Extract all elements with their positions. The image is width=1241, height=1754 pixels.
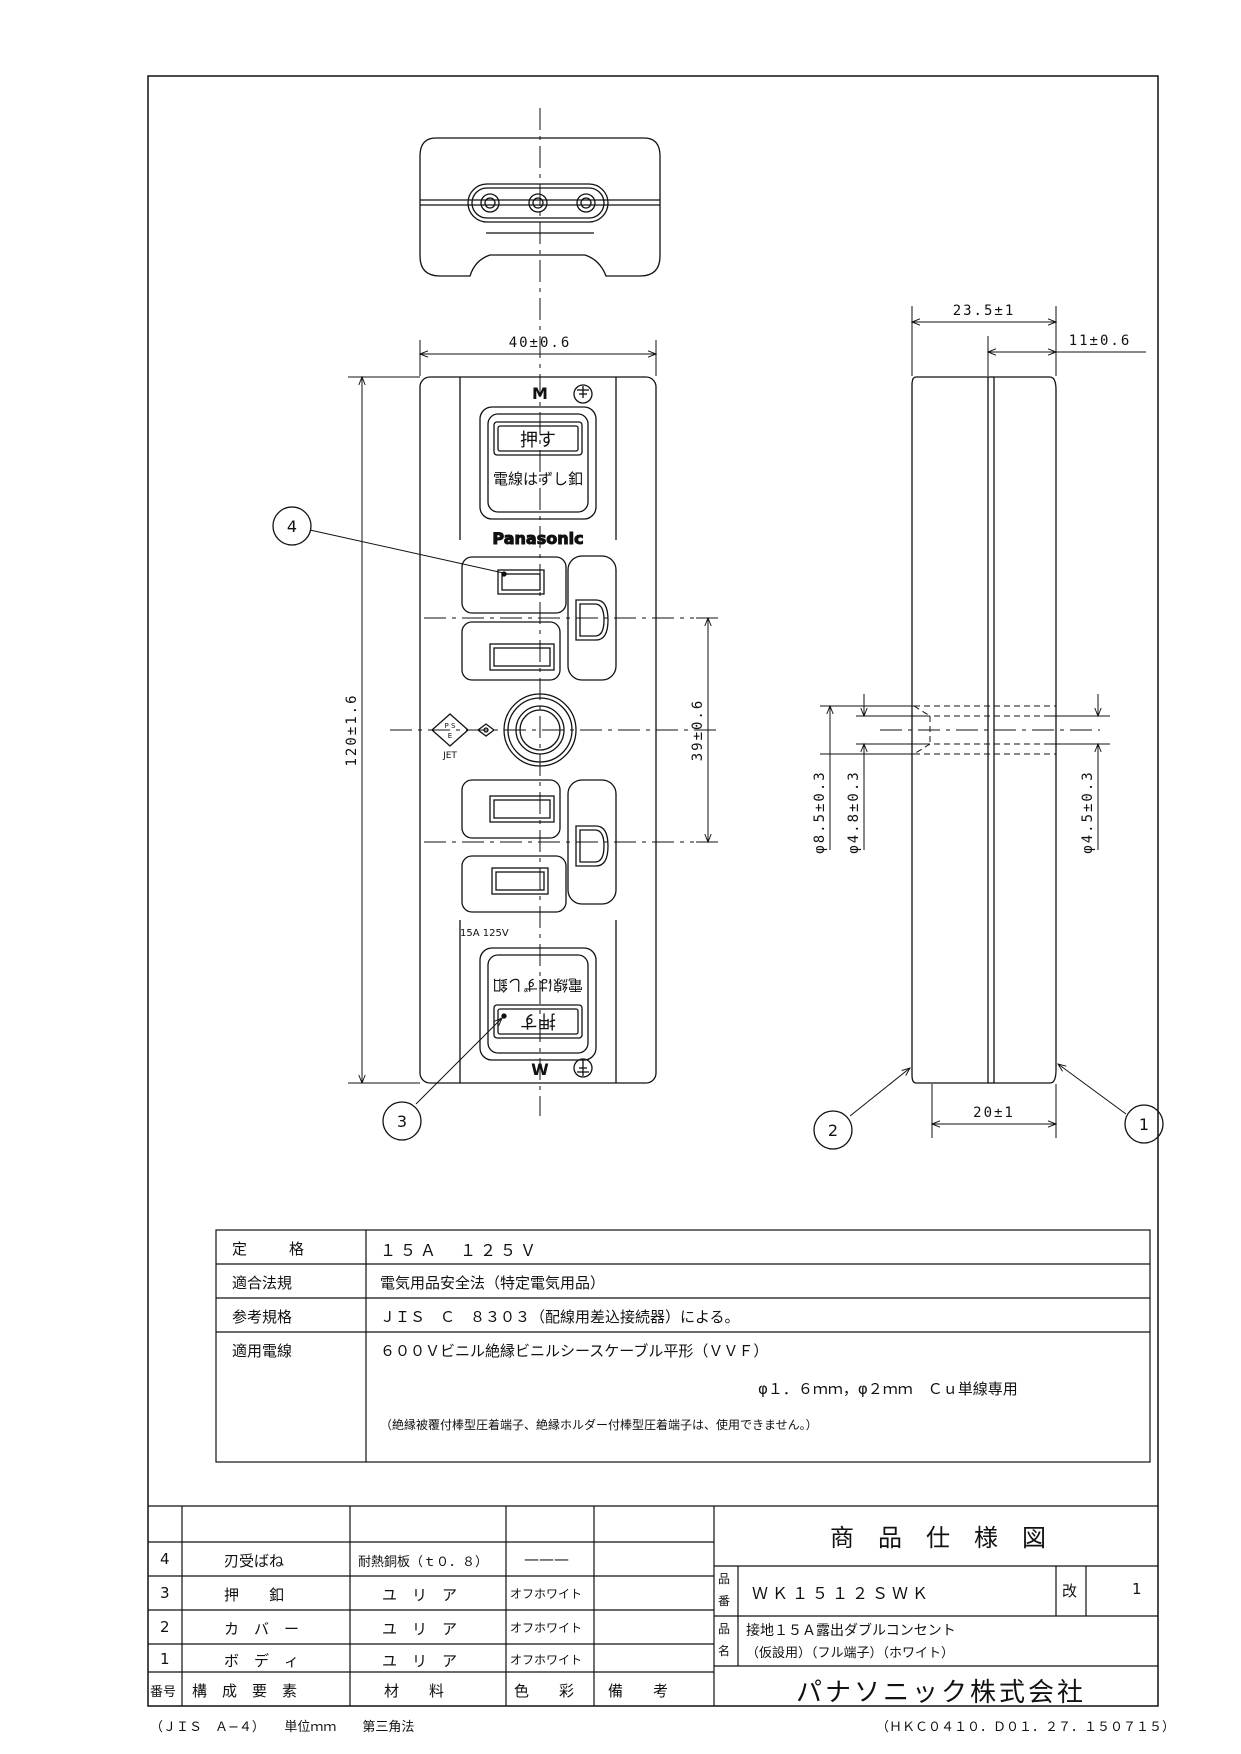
parts-no-4: 4: [160, 1550, 170, 1568]
spec-value-wire-size: φ１．６ｍｍ，φ２ｍｍ Ｃｕ単線専用: [758, 1380, 1018, 1398]
jet-mark: JET: [442, 751, 457, 761]
parts-no-3: 3: [160, 1584, 170, 1602]
dim-width: 40±0.6: [509, 335, 572, 351]
parts-material-2: ユ リ ア: [382, 1620, 458, 1638]
parts-component-2: カ バ ー: [224, 1620, 300, 1638]
release-label-bottom: 電線はずし釦: [493, 976, 583, 994]
company-name: パナソニック株式会社: [796, 1678, 1087, 1708]
parts-header-color: 色 彩: [514, 1682, 575, 1700]
revision-label: 改: [1062, 1582, 1078, 1600]
parts-color-1: オフホワイト: [510, 1653, 583, 1667]
spec-table-grid: [215, 1229, 1151, 1463]
parts-component-3: 押 釦: [224, 1586, 285, 1604]
part-no-label-2: 番: [718, 1594, 731, 1608]
dim-hole-inner: φ4.8±0.3: [846, 770, 862, 853]
dim-depth-total: 23.5±1: [953, 303, 1016, 319]
parts-color-3: オフホワイト: [510, 1587, 583, 1601]
product-name-line2: （仮設用）（フル端子）（ホワイト）: [746, 1646, 955, 1661]
callout-2-label: 2: [828, 1121, 838, 1140]
pse-bottom: E: [448, 732, 452, 740]
parts-no-2: 2: [160, 1618, 170, 1636]
top-mark: M: [532, 384, 548, 403]
product-name-line1: 接地１５Ａ露出ダブルコンセント: [746, 1623, 956, 1639]
pse-top: P S: [445, 722, 456, 730]
callout-3-label: 3: [397, 1112, 407, 1131]
dim-depth-body: 20±1: [973, 1105, 1015, 1121]
callout-1-label: 1: [1139, 1115, 1149, 1134]
dim-depth-cover: 11±0.6: [1069, 333, 1132, 349]
spec-value-rating: １５Ａ １２５Ｖ: [380, 1241, 541, 1260]
spec-note-wire: （絶縁被覆付棒型圧着端子、絶縁ホルダー付棒型圧着端子は、使用できません。）: [380, 1418, 818, 1432]
spec-label-standard: 参考規格: [232, 1308, 293, 1326]
drawing-title: 商 品 仕 様 図: [830, 1524, 1046, 1552]
spec-value-wire: ６００Ｖビニル絶縁ビニルシースケーブル平形（ＶＶＦ）: [380, 1342, 769, 1360]
revision-number: 1: [1132, 1580, 1142, 1598]
product-name-label-1: 品: [718, 1622, 731, 1636]
brand-logo-text: Panasonic: [492, 529, 583, 548]
footer-left: （ＪＩＳ Ａ−４） 単位ｍｍ 第三角法: [150, 1720, 415, 1735]
part-no-label-1: 品: [718, 1572, 731, 1586]
spec-value-law: 電気用品安全法（特定電気用品）: [380, 1274, 606, 1292]
parts-header-remark: 備 考: [608, 1682, 669, 1700]
parts-no-1: 1: [160, 1650, 170, 1668]
release-label-top: 電線はずし釦: [493, 470, 583, 488]
bottom-mark: W: [531, 1060, 549, 1079]
parts-material-1: ユ リ ア: [382, 1652, 458, 1670]
push-label-bottom: 押す: [520, 1010, 556, 1031]
spec-label-law: 適合法規: [232, 1274, 293, 1292]
callout-4-circle: [272, 506, 312, 546]
callout-3-circle: [382, 1101, 422, 1141]
callout-4-label: 4: [287, 517, 297, 536]
spec-value-standard: ＪＩＳ Ｃ ８３０３（配線用差込接続器）による。: [380, 1308, 740, 1326]
spec-label-wire: 適用電線: [232, 1342, 293, 1360]
rating-mark: 15A 125V: [460, 928, 509, 939]
parts-material-4: 耐熱銅板（ｔ０．８）: [358, 1555, 489, 1570]
parts-component-1: ボ デ ィ: [224, 1652, 300, 1670]
dim-pitch: 39±0.6: [690, 699, 706, 762]
spec-label-rating: 定 格: [232, 1240, 309, 1258]
dim-hole-outer: φ8.5±0.3: [812, 770, 828, 853]
footer-right: （ＨＫＣ０４１０．Ｄ０１．２７．１５０７１５）: [876, 1720, 1176, 1735]
side-view: [880, 376, 1100, 1084]
parts-color-4: ———: [524, 1550, 569, 1568]
callout-1-circle: [1124, 1104, 1164, 1144]
top-end-view: [419, 137, 661, 277]
parts-component-4: 刃受ばね: [224, 1552, 285, 1570]
product-name-label-2: 名: [718, 1644, 731, 1658]
parts-header-no: 番号: [150, 1685, 177, 1700]
parts-header-material: 材 料: [384, 1682, 445, 1700]
parts-material-3: ユ リ ア: [382, 1586, 458, 1604]
callout-2-circle: [813, 1110, 853, 1150]
part-number: ＷＫ１５１２ＳＷＫ: [752, 1584, 933, 1603]
parts-color-2: オフホワイト: [510, 1621, 583, 1635]
push-label-top: 押す: [520, 430, 556, 451]
dim-height: 120±1.6: [344, 693, 360, 766]
parts-table-grid: [148, 1505, 1158, 1706]
parts-header-component: 構 成 要 素: [192, 1682, 298, 1700]
drawing-frame: [147, 75, 1159, 1707]
dim-hole-right: φ4.5±0.3: [1080, 770, 1096, 853]
